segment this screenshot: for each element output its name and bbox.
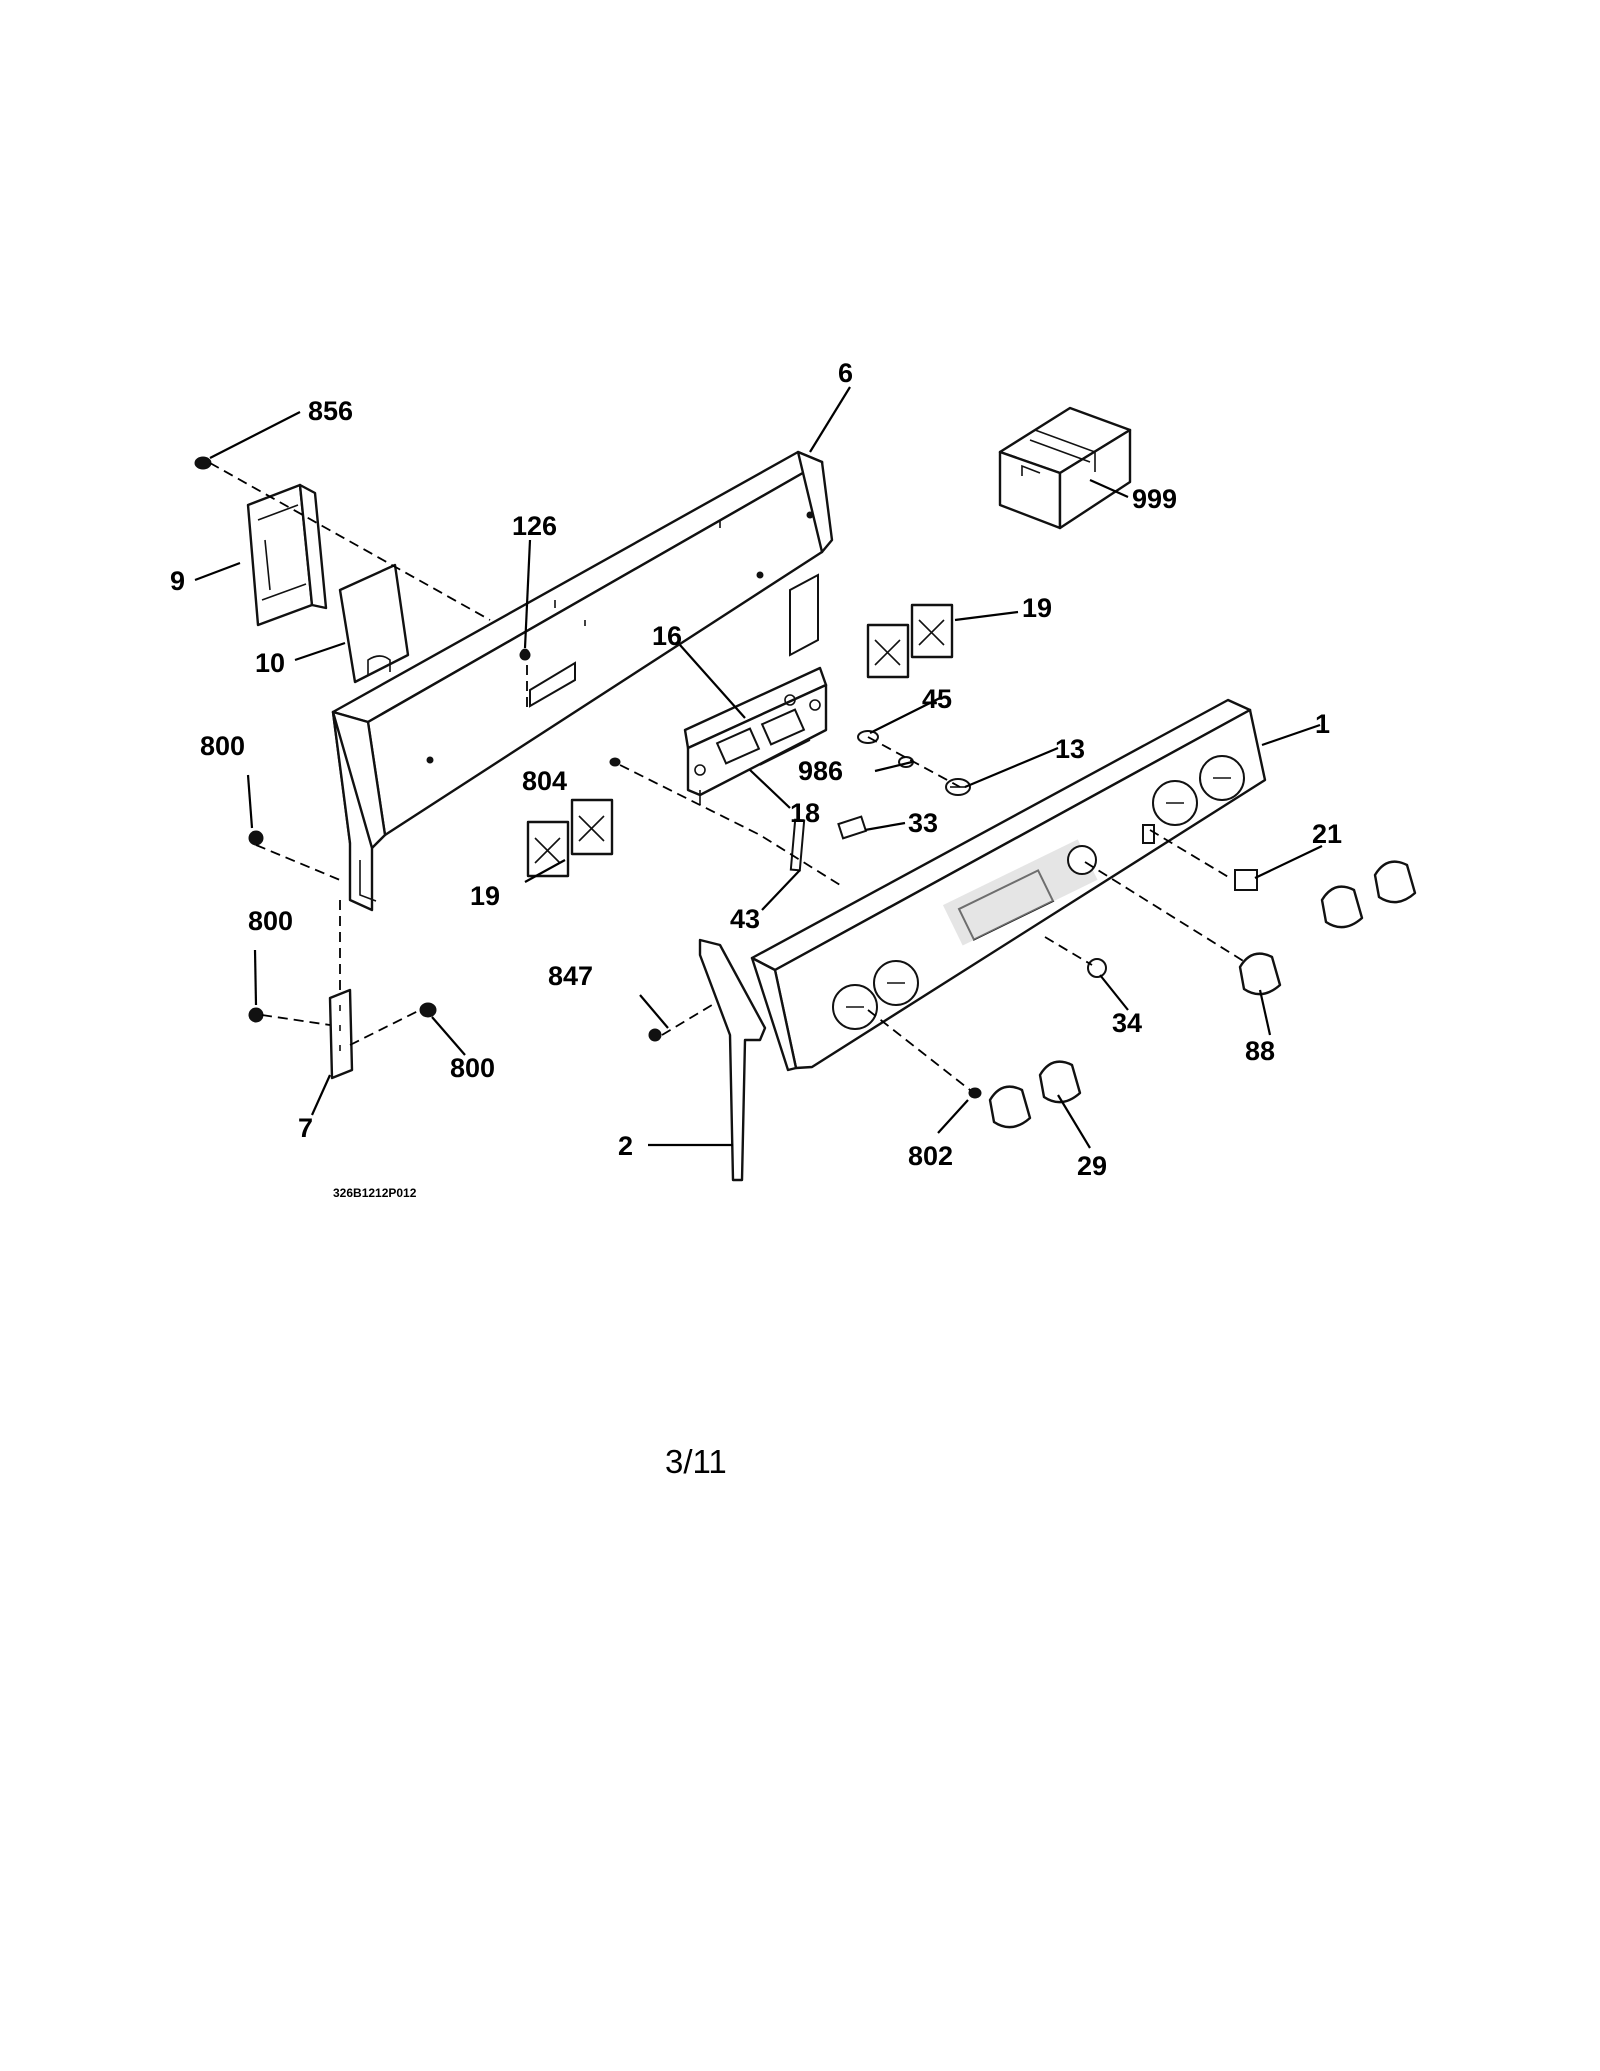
screw-800-right (419, 1002, 437, 1018)
bracket-10 (338, 563, 410, 684)
screw-847 (648, 1028, 662, 1042)
callout-33: 33 (908, 808, 938, 838)
callout-7: 7 (298, 1113, 313, 1143)
knobs-21 (1320, 860, 1417, 929)
callout-804: 804 (522, 766, 567, 796)
switch-19-lower (526, 798, 614, 878)
screw-800-top (248, 830, 264, 846)
callout-2: 2 (618, 1131, 633, 1161)
knob-88 (1238, 952, 1282, 996)
assembly-lines (209, 462, 1246, 1091)
strip-43 (789, 818, 806, 872)
callout-800-left: 800 (248, 906, 293, 936)
knob-stem-34 (1087, 958, 1107, 978)
callout-802: 802 (908, 1141, 953, 1171)
callout-6: 6 (838, 358, 853, 388)
screw-856 (194, 456, 212, 470)
callout-847: 847 (548, 961, 593, 991)
callout-29: 29 (1077, 1151, 1107, 1181)
callout-13: 13 (1055, 734, 1085, 764)
screw-804 (609, 757, 621, 767)
callout-10: 10 (255, 648, 285, 678)
callout-856: 856 (308, 396, 353, 426)
drawing-code: 326B1212P012 (333, 1186, 417, 1200)
callout-800-top: 800 (200, 731, 245, 761)
callout-34: 34 (1112, 1008, 1142, 1038)
bezel-13 (945, 778, 971, 796)
callout-1: 1 (1315, 709, 1330, 739)
control-panel (750, 698, 1267, 1072)
callout-999: 999 (1132, 484, 1177, 514)
callout-800-right: 800 (450, 1053, 495, 1083)
screw-126 (519, 649, 531, 661)
callout-19-lower: 19 (470, 881, 500, 911)
screw-800-left (248, 1007, 264, 1023)
callout-45: 45 (922, 684, 952, 714)
callout-21: 21 (1312, 819, 1342, 849)
callout-43: 43 (730, 904, 760, 934)
callout-16: 16 (652, 621, 682, 651)
leader-lines (194, 386, 1323, 1149)
switch-19-upper (866, 603, 954, 679)
indicator-light-33 (837, 815, 868, 840)
bracket-7 (328, 988, 354, 1080)
control-module (683, 666, 828, 805)
callout-126: 126 (512, 511, 557, 541)
callout-18: 18 (790, 798, 820, 828)
switch-21 (1234, 869, 1258, 891)
callout-9: 9 (170, 566, 185, 596)
mounting-bracket-9 (246, 483, 328, 627)
box-999 (998, 406, 1132, 530)
knobs-29 (988, 1060, 1082, 1129)
callout-88: 88 (1245, 1036, 1275, 1066)
page-number: 3/11 (665, 1443, 727, 1480)
end-cap-2 (698, 938, 767, 1182)
callout-19-upper: 19 (1022, 593, 1052, 623)
backguard-panel (331, 450, 834, 912)
callout-labels: 856 6 999 126 9 10 19 16 45 1 13 986 804… (170, 358, 1342, 1480)
callout-986: 986 (798, 756, 843, 786)
screw-802 (968, 1087, 982, 1099)
